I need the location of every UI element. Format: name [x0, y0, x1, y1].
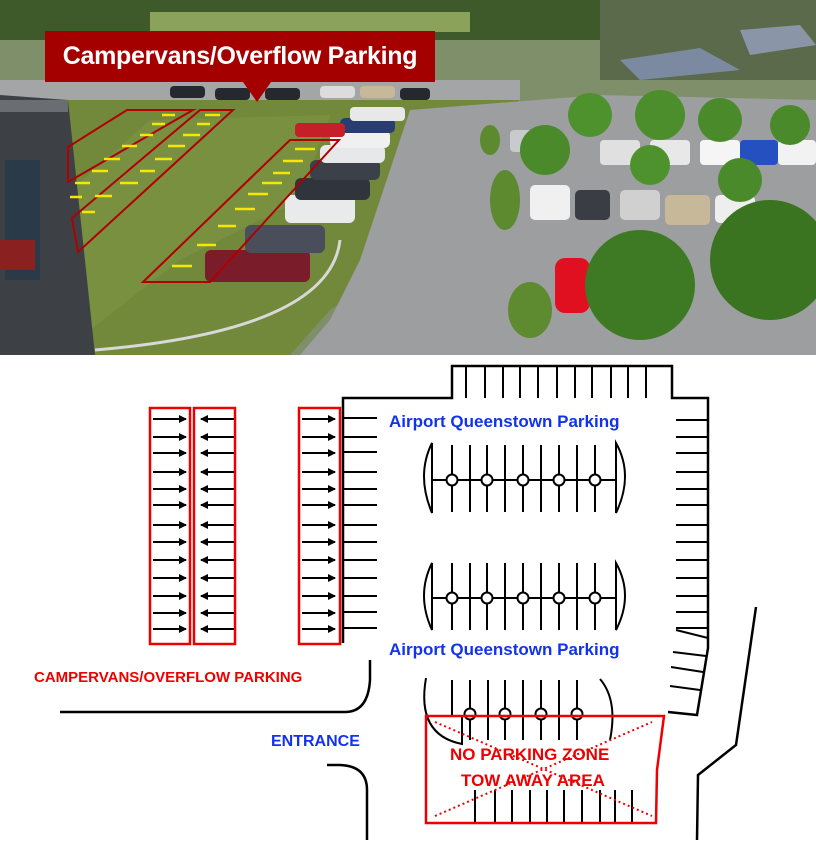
lot-label-top: Airport Queenstown Parking [389, 412, 620, 431]
entrance-label: ENTRANCE [271, 733, 360, 750]
no-parking-zone [424, 714, 666, 825]
main-lot-outline [341, 364, 710, 717]
site-plan-drawing [60, 364, 758, 841]
callout-pointer-icon [243, 82, 271, 102]
overflow-parking-label: CAMPERVANS/OVERFLOW PARKING [34, 669, 303, 686]
main-lot-photo [480, 90, 816, 340]
overflow-zone-arrows [70, 113, 315, 268]
parking-site-plan: Airport Queenstown Parking Airport Queen… [0, 355, 816, 850]
overflow-parking-callout: Campervans/Overflow Parking [45, 31, 435, 82]
lot-label-bottom: Airport Queenstown Parking [389, 640, 620, 659]
tow-away-area-label: TOW AWAY AREA [461, 771, 605, 790]
parked-cars [170, 86, 430, 282]
aerial-photo: Campervans/Overflow Parking [0, 0, 816, 355]
road-edges [60, 606, 758, 841]
parking-island-middle [423, 559, 626, 631]
no-parking-zone-label: NO PARKING ZONE [450, 745, 610, 764]
overflow-lanes [148, 406, 342, 646]
parking-island-top [423, 439, 626, 514]
